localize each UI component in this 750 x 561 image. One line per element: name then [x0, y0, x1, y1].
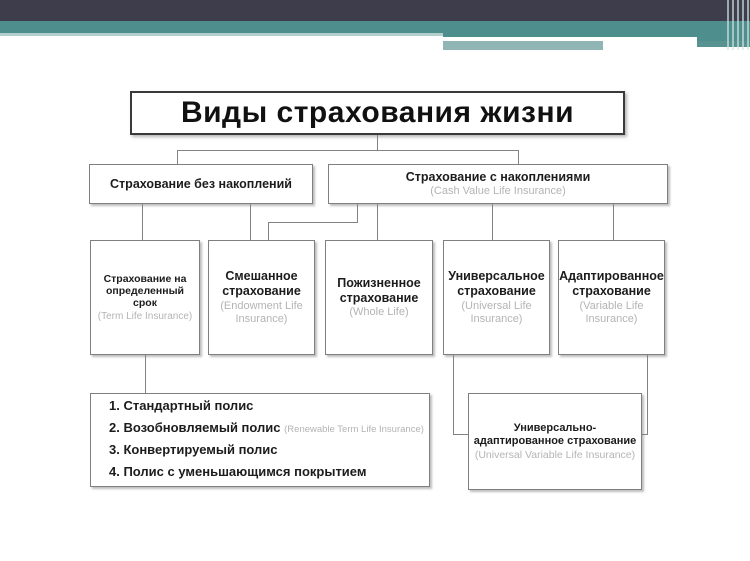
level3-variable-title: Адаптированное страхование — [559, 269, 664, 299]
header-band-right — [697, 41, 750, 47]
term-policies-box: 1. Стандартный полис 2. Возобновляемый п… — [90, 393, 430, 487]
diagram-title: Виды страхования жизни — [180, 96, 575, 130]
universal-variable-subtitle: (Universal Variable Life Insurance) — [474, 448, 636, 461]
header-bar-teal — [0, 21, 750, 33]
list-item-text: 2. Возобновляемый полис — [109, 420, 281, 435]
header-corner-stripes — [0, 0, 750, 50]
universal-variable-box: Универсально-адаптированное страхование … — [468, 393, 642, 490]
level3-endowment-title: Смешанное страхование — [222, 269, 301, 299]
level3-box-variable: Адаптированное страхование (Variable Lif… — [558, 240, 665, 355]
connector-elbow-across — [268, 222, 358, 223]
list-item: 3. Конвертируемый полис — [109, 440, 278, 462]
level3-box-whole-life: Пожизненное страхование (Whole Life) — [325, 240, 433, 355]
connector-l2-term — [142, 204, 143, 240]
connector-title-bracket — [177, 150, 519, 151]
connector-term-to-list — [145, 355, 146, 393]
level3-variable-subtitle: (Variable Life Insurance) — [579, 299, 644, 325]
list-item-text: 3. Конвертируемый полис — [109, 442, 278, 457]
connector-title-stub — [377, 135, 378, 150]
level3-whole-life-title: Пожизненное страхование — [337, 275, 421, 305]
list-item: 4. Полис с уменьшающимся покрытием — [109, 462, 366, 484]
connector-drop-right — [518, 150, 519, 164]
level2-no-savings-title: Страхование без накоплений — [110, 176, 292, 191]
level3-box-term: Страхование на определенный срок (Term L… — [90, 240, 200, 355]
connector-l2-whole-life — [377, 204, 378, 240]
level3-endowment-subtitle: (Endowment Life Insurance) — [220, 299, 303, 325]
list-item-text: 4. Полис с уменьшающимся покрытием — [109, 464, 367, 479]
connector-l2-endowment — [250, 204, 251, 240]
list-item: 1. Стандартный полис — [109, 396, 253, 418]
connector-variable-to-uv-v — [647, 355, 648, 435]
level3-term-subtitle: (Term Life Insurance) — [97, 310, 193, 322]
level2-box-cash-value: Страхование с накоплениями (Cash Value L… — [328, 164, 668, 204]
level2-box-no-savings: Страхование без накоплений — [89, 164, 313, 204]
header-band-light — [443, 41, 603, 50]
level3-box-universal: Универсальное страхование (Universal Lif… — [443, 240, 550, 355]
list-item: 2. Возобновляемый полис (Renewable Term … — [109, 418, 424, 440]
connector-elbow-down — [357, 204, 358, 223]
connector-universal-to-uv-h — [453, 434, 468, 435]
header-strip-pale — [0, 33, 443, 36]
level3-whole-life-subtitle: (Whole Life) — [349, 306, 409, 319]
level3-box-endowment: Смешанное страхование (Endowment Life In… — [208, 240, 315, 355]
list-item-note: (Renewable Term Life Insurance) — [284, 424, 424, 435]
level3-universal-subtitle: (Universal Life Insurance) — [461, 299, 532, 325]
level3-term-title: Страхование на определенный срок — [103, 272, 187, 310]
diagram-title-box: Виды страхования жизни — [130, 91, 625, 135]
list-item-text: 1. Стандартный полис — [109, 398, 254, 413]
connector-l2-universal — [492, 204, 493, 240]
level2-cash-value-subtitle: (Cash Value Life Insurance) — [430, 185, 566, 198]
connector-l2-variable — [613, 204, 614, 240]
header-bar-dark — [0, 0, 750, 21]
connector-elbow-drop — [268, 222, 269, 240]
connector-drop-left — [177, 150, 178, 164]
header-white-line — [443, 37, 697, 41]
connector-variable-to-uv-h — [642, 434, 648, 435]
connector-universal-to-uv-v — [453, 355, 454, 435]
level2-cash-value-title: Страхование с накоплениями — [405, 169, 591, 184]
level3-universal-title: Универсальное страхование — [448, 269, 545, 299]
universal-variable-title: Универсально-адаптированное страхование — [473, 421, 637, 447]
